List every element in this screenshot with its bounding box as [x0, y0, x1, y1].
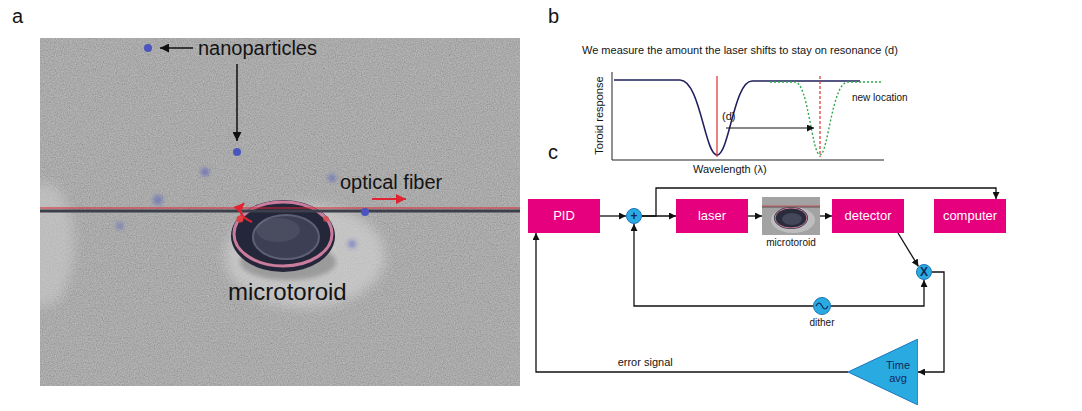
fiber-direction-arrow	[372, 198, 406, 200]
nanoparticle	[328, 174, 336, 182]
x-axis	[612, 160, 884, 161]
signal-connector	[831, 280, 924, 306]
process-box: detector	[832, 199, 904, 233]
signal-connector	[536, 233, 848, 372]
distant-toroid	[40, 183, 74, 307]
sine-wave	[816, 303, 828, 309]
y-axis	[612, 72, 613, 160]
curve-label: new location	[852, 92, 908, 104]
leader-arrow	[160, 47, 193, 49]
resonance-plot	[612, 72, 884, 160]
signal-connector	[634, 224, 813, 306]
resonance-curve	[614, 80, 860, 155]
node-text: detector	[845, 209, 892, 224]
panel-letter: b	[548, 4, 559, 28]
node-text-box: Time avg	[882, 339, 914, 405]
toroid-halo	[771, 207, 815, 233]
node-text: microtoroid	[766, 237, 815, 249]
axis-label: Wavelength (λ)	[693, 163, 767, 176]
microtoroid-image: microtoroid	[762, 197, 820, 235]
nanoparticle	[233, 148, 241, 156]
process-box: PID	[528, 199, 600, 233]
node-text: dither	[809, 317, 834, 329]
summing-junction: +	[626, 208, 642, 224]
toroid-center	[253, 215, 319, 259]
substrate-texture	[40, 38, 520, 386]
bound-particle	[323, 216, 329, 222]
axis-label: Toroid response	[593, 71, 606, 161]
process-box: laser	[676, 199, 748, 233]
laser-light	[762, 206, 820, 207]
triangle-outline	[848, 339, 918, 405]
mixer-junction: X	[916, 264, 932, 280]
laser-light	[40, 207, 520, 208]
optical-fiber	[762, 207, 820, 208]
process-box: computer	[934, 199, 1006, 233]
nanoparticle	[201, 168, 209, 176]
resonance-marker	[716, 76, 717, 157]
oscillator-symbol: dither	[813, 297, 831, 315]
node-text: PID	[553, 209, 575, 224]
bound-particle	[237, 216, 244, 223]
panel-letter: c	[548, 140, 558, 164]
node-text: computer	[943, 209, 997, 224]
toroid-center	[782, 213, 802, 225]
substrate	[762, 197, 820, 235]
node-caption: microtoroid	[766, 237, 815, 249]
oscillator-circle	[814, 298, 831, 315]
substrate	[40, 38, 520, 386]
signal-connector	[820, 215, 832, 216]
nanoparticle	[116, 222, 124, 230]
edge-label: error signal	[616, 356, 675, 369]
signal-connector	[898, 233, 918, 266]
node-text: +	[630, 210, 637, 222]
panel-title: We measure the amount the laser shifts t…	[582, 44, 898, 57]
node-text: X	[920, 266, 928, 278]
averager-triangle: Time avg	[848, 339, 918, 405]
nanoparticle	[153, 195, 163, 205]
nanoparticle	[361, 208, 369, 216]
triangle-shape	[848, 339, 918, 405]
shift-label: (d)	[722, 110, 735, 123]
signal-connector	[748, 215, 762, 216]
nanoparticle	[348, 240, 356, 248]
signal-connector	[918, 272, 944, 372]
toroid-highlight	[256, 218, 300, 242]
oscillator-icon	[813, 297, 831, 315]
shift-arrow	[726, 127, 814, 128]
callout-label: nanoparticles	[198, 36, 317, 60]
panel-letter: a	[12, 4, 23, 28]
node-caption: dither	[809, 317, 834, 329]
node-text: laser	[698, 209, 726, 224]
toroid-ring	[775, 208, 807, 228]
nanoparticle	[144, 44, 152, 52]
microtoroid-thumbnail	[762, 197, 820, 235]
optical-fiber	[40, 210, 520, 213]
node-text: Time avg	[882, 359, 914, 384]
microtoroid-rendering	[40, 38, 520, 386]
leader-arrow	[236, 64, 238, 141]
callout-label: optical fiber	[340, 170, 442, 194]
shifted-marker	[819, 76, 820, 157]
signal-connector	[600, 215, 626, 216]
toroid-disk	[774, 207, 808, 229]
callout-label: microtoroid	[228, 278, 347, 307]
